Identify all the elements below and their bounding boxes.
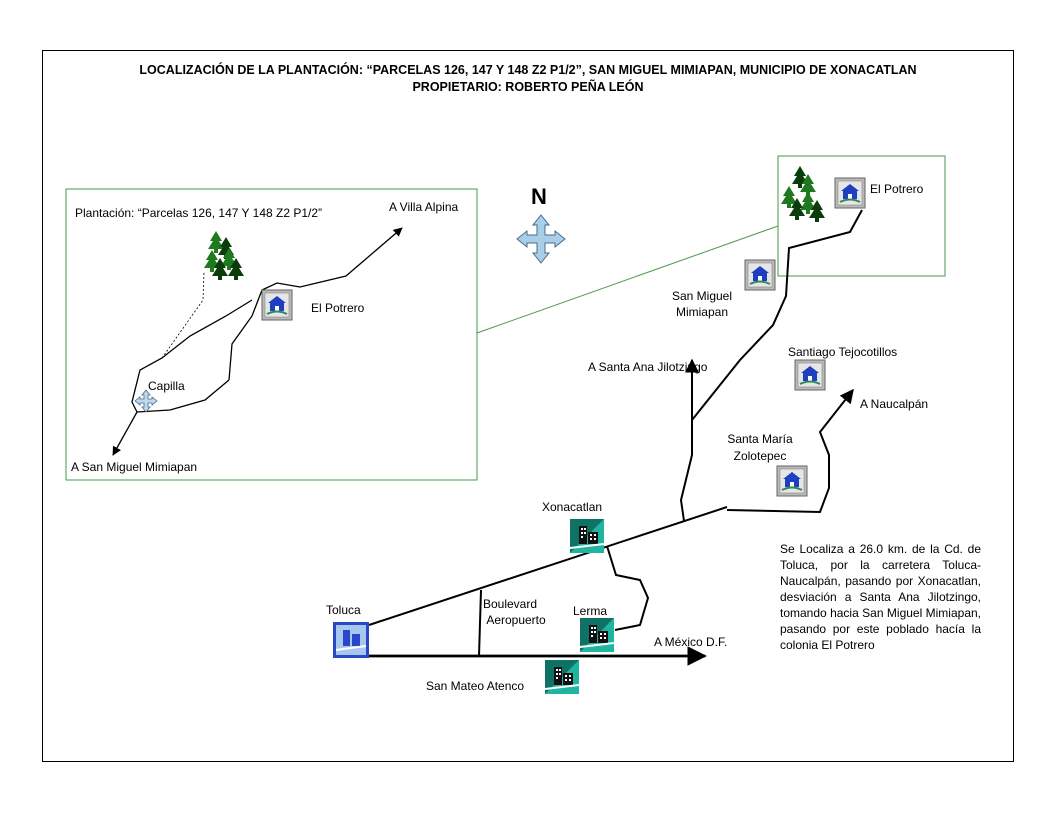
path-to-plantation [161, 271, 205, 359]
map-frame [42, 50, 1014, 762]
boulevard-label-2: Aeropuerto [486, 613, 546, 627]
road-to-naucalpan [726, 388, 854, 514]
plantation-label: Plantación: “Parcelas 126, 147 Y 148 Z2 … [75, 206, 323, 220]
to-naucalpan-label: A Naucalpán [860, 397, 929, 411]
road-xonacatlan-lerma [606, 545, 650, 631]
toluca-city-icon [333, 622, 369, 658]
map-title: LOCALIZACIÓN DE LA PLANTACIÓN: “PARCELAS… [139, 63, 917, 77]
north-label: N [531, 184, 547, 209]
road-to-san-miguel [691, 209, 863, 421]
xonacatlan-city-icon [569, 518, 605, 554]
el-potrero-trees-icon [781, 166, 825, 222]
lerma-label: Lerma [573, 604, 608, 618]
san-miguel-label-1: San Miguel [671, 289, 733, 303]
inset-box [65, 188, 478, 481]
road-boulevard-aeropuerto [478, 589, 482, 657]
lerma-city-icon [579, 617, 615, 653]
to-villa-alpina-label: A Villa Alpina [389, 200, 459, 214]
secondary-roads [368, 209, 863, 657]
capilla-label: Capilla [148, 379, 185, 393]
road-to-san-miguel-inset [112, 411, 138, 456]
church-cross-icon [134, 389, 158, 413]
house-icon [744, 259, 776, 291]
san-mateo-label: San Mateo Atenco [426, 679, 525, 693]
santa-maria-label-1: Santa María [727, 432, 793, 446]
house-icon [776, 465, 808, 497]
house-icon [261, 289, 293, 321]
house-icon [834, 177, 866, 209]
road-to-villa-alpina [228, 227, 403, 381]
santa-maria-label-2: Zolotepec [733, 449, 787, 463]
inset-connector-line [476, 225, 779, 334]
road-to-santa-ana [679, 358, 699, 522]
san-mateo-city-icon [544, 659, 580, 695]
el-potrero-label: El Potrero [870, 182, 924, 196]
road-toluca-xonacatlan [368, 506, 728, 626]
inset-el-potrero-label: El Potrero [311, 301, 365, 315]
road-inset-loop [131, 299, 253, 413]
san-miguel-label-2: Mimiapan [675, 305, 729, 319]
to-santa-ana-label: A Santa Ana Jilotzingo [588, 360, 708, 374]
xonacatlan-label: Xonacatlan [542, 500, 603, 514]
location-description: Se Localiza a 26.0 km. de la Cd. de Tolu… [780, 542, 981, 652]
to-mexico-label: A México D.F. [654, 635, 728, 649]
inset-roads [112, 227, 403, 456]
compass-icon [516, 214, 566, 264]
santiago-label: Santiago Tejocotillos [788, 345, 898, 359]
house-icon [794, 359, 826, 391]
boulevard-label-1: Boulevard [482, 597, 538, 611]
locator-box [777, 155, 946, 277]
to-san-miguel-inset-label: A San Miguel Mimiapan [71, 460, 198, 474]
toluca-label: Toluca [326, 603, 361, 617]
owner-line: PROPIETARIO: ROBERTO PEÑA LEÓN [412, 80, 644, 94]
inset-plantation-trees-icon [204, 231, 244, 280]
